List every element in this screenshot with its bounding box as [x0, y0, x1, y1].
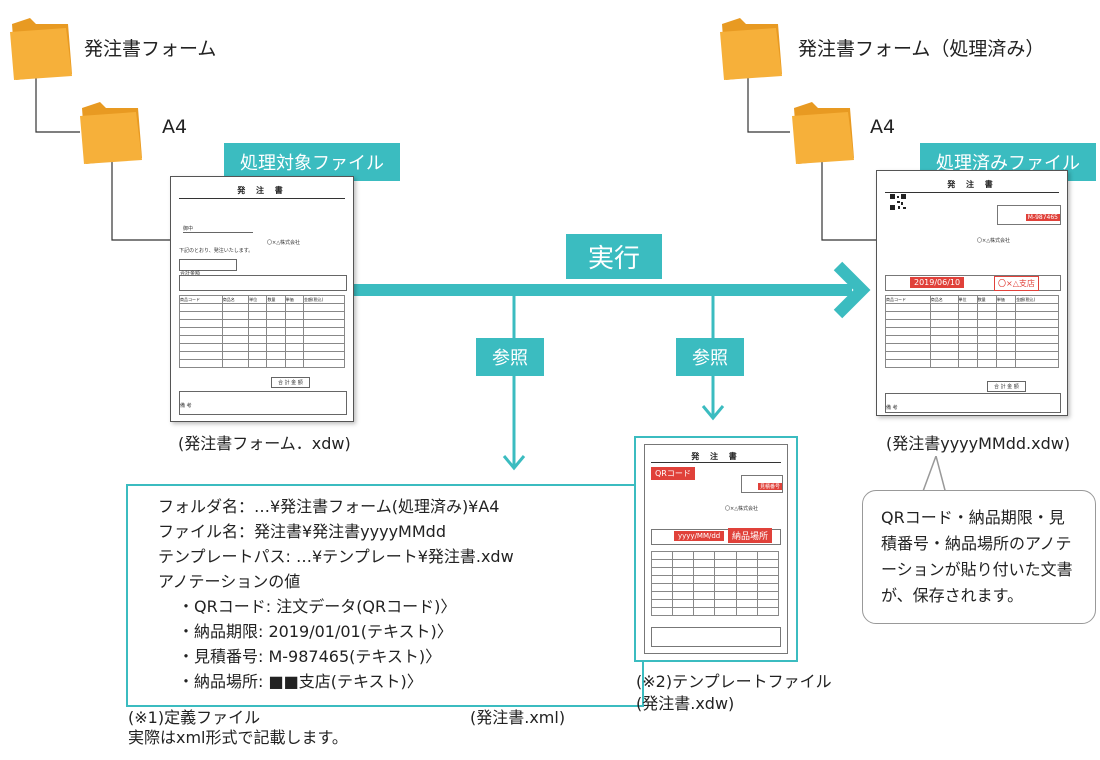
doc-greeting: 下記のとおり、発注いたします。	[179, 248, 254, 254]
definition-note-title: (※1)定義ファイル	[128, 708, 261, 727]
source-document: 発 注 書 御中 〇×△株式会社 下記のとおり、発注いたします。 合計金額 商品…	[170, 176, 354, 422]
result-callout: QRコード・納品期限・見 積番号・納品場所のアノテ ーションが貼り付いた文書 が…	[862, 490, 1096, 624]
folder-label-root-left: 発注書フォーム	[84, 38, 217, 60]
definition-item: ・QRコード: 注文データ(QRコード)〉	[178, 597, 457, 616]
execute-arrow-head	[833, 261, 871, 319]
source-file-tag: 処理対象ファイル	[224, 143, 400, 181]
template-remarks-box	[651, 627, 781, 647]
folder-label-sub-right: A4	[870, 116, 896, 138]
doc-deliver-row	[179, 275, 347, 291]
template-table	[650, 551, 780, 616]
doc-title: 発 注 書	[179, 185, 345, 199]
left-tree-line-1	[35, 62, 80, 133]
ref-arrow-head-2	[701, 405, 725, 421]
right-tree-line-1	[747, 62, 790, 133]
definition-line: アノテーションの値	[158, 572, 301, 591]
doc-table: 商品コード商品名単位数量単価金額(税込)	[179, 295, 345, 368]
definition-file-box: フォルダ名：…¥発注書フォーム(処理済み)¥A4 ファイル名：発注書¥発注書yy…	[126, 484, 644, 707]
template-estimate-box: 見積番号	[741, 475, 783, 493]
doc-to: 御中	[183, 225, 253, 233]
template-date-annotation: yyyy/MM/dd	[674, 531, 725, 541]
template-caption-1: (※2)テンプレートファイル	[636, 672, 832, 691]
doc-total: 合 計 金 額	[987, 381, 1026, 392]
definition-item: ・納品場所: ■■支店(テキスト)〉	[178, 672, 423, 691]
folder-icon	[10, 18, 72, 80]
doc-total: 合 計 金 額	[271, 377, 310, 388]
execute-label: 実行	[566, 234, 663, 279]
folder-icon	[792, 102, 854, 164]
folder-icon	[720, 18, 782, 80]
processed-file-caption: (発注書yyyyMMdd.xdw)	[886, 434, 1071, 453]
definition-note-file: (発注書.xml)	[470, 708, 566, 727]
processed-document: 発 注 書 M-987465 〇×△株式会社 2019/06/10 〇×△支店 …	[876, 170, 1068, 416]
doc-remarks-box: 備 考	[885, 393, 1061, 413]
doc-title: 発 注 書	[885, 179, 1059, 193]
definition-note-format: 実際はxml形式で記載します。	[128, 728, 348, 747]
estimate-box: M-987465	[997, 205, 1061, 225]
definition-item: ・見積番号: M-987465(テキスト)〉	[178, 647, 442, 666]
callout-line: QRコード・納品期限・見	[881, 508, 1065, 527]
definition-item: ・納品期限: 2019/01/01(テキスト)〉	[178, 622, 453, 641]
callout-line: ーションが貼り付いた文書	[881, 560, 1073, 579]
definition-line: テンプレートパス: …¥テンプレート¥発注書.xdw	[158, 547, 514, 566]
doc-company: 〇×△株式会社	[267, 240, 301, 246]
folder-label-root-right: 発注書フォーム（処理済み）	[798, 38, 1045, 60]
template-qr-annotation: QRコード	[651, 467, 695, 480]
date-annotation: 2019/06/10	[910, 277, 965, 288]
doc-remarks-box: 備 考	[179, 391, 347, 415]
template-frame: 発 注 書 QRコード 見積番号 〇×△株式会社 yyyy/MM/dd 納品場所	[634, 436, 798, 662]
qr-code-icon	[889, 193, 907, 211]
folder-label-sub-left: A4	[162, 116, 188, 138]
template-caption-2: (発注書.xdw)	[636, 694, 735, 713]
deliver-row: 2019/06/10 〇×△支店	[885, 275, 1061, 291]
template-doc-title: 発 注 書	[651, 451, 781, 463]
estimate-annotation: M-987465	[1025, 214, 1060, 221]
reference-label-definition: 参照	[476, 338, 544, 376]
place-annotation: 〇×△支店	[994, 276, 1039, 291]
execute-arrow-shaft	[354, 284, 852, 296]
callout-line: 積番号・納品場所のアノテ	[881, 534, 1072, 553]
ref-arrow-head-1	[502, 455, 526, 471]
left-tree-line-2	[111, 148, 172, 241]
template-estimate-annotation: 見積番号	[757, 483, 782, 490]
reference-label-template: 参照	[676, 338, 744, 376]
source-file-caption: (発注書フォーム．xdw)	[178, 434, 351, 453]
definition-line: フォルダ名：…¥発注書フォーム(処理済み)¥A4	[158, 497, 500, 516]
callout-line: が、保存されます。	[881, 586, 1024, 605]
definition-line: ファイル名：発注書¥発注書yyyyMMdd	[158, 522, 446, 541]
right-tree-line-2	[821, 148, 878, 241]
doc-amount-box: 合計金額	[179, 259, 237, 277]
folder-icon	[80, 102, 142, 164]
doc-company: 〇×△株式会社	[977, 238, 1011, 244]
template-company: 〇×△株式会社	[725, 506, 759, 512]
template-place-annotation: 納品場所	[728, 528, 773, 543]
template-document: 発 注 書 QRコード 見積番号 〇×△株式会社 yyyy/MM/dd 納品場所	[644, 444, 788, 654]
doc-table: 商品コード商品名単位数量単価金額(税込)	[885, 295, 1059, 368]
template-deliver-row: yyyy/MM/dd 納品場所	[651, 528, 781, 545]
